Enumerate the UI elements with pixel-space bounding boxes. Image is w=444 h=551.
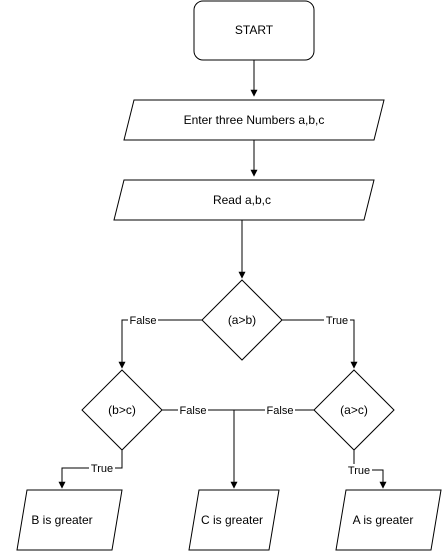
output-b: B is greater <box>16 489 123 551</box>
read-node-label: Read a,b,c <box>213 193 271 207</box>
decision-ac-label: (a>c) <box>340 403 368 417</box>
decision-bc-label: (b>c) <box>108 403 136 417</box>
read-node: Read a,b,c <box>113 179 375 221</box>
edge-bc-false <box>162 409 238 489</box>
decision-bc: (b>c) <box>81 369 163 451</box>
decision-ab-label: (a>b) <box>228 313 256 327</box>
label-ab-false: False <box>130 315 157 327</box>
start-node: START <box>193 0 315 61</box>
label-ac-false: False <box>267 405 294 417</box>
input-node-label: Enter three Numbers a,b,c <box>184 113 325 127</box>
output-a-label: A is greater <box>353 513 414 527</box>
input-node: Enter three Numbers a,b,c <box>123 99 385 141</box>
output-c: C is greater <box>188 489 280 551</box>
label-ac-true: True <box>348 465 370 477</box>
decision-ab: (a>b) <box>201 279 283 361</box>
label-bc-false: False <box>180 405 207 417</box>
output-a: A is greater <box>335 489 442 551</box>
output-b-label: B is greater <box>31 513 92 527</box>
edge-labels: False True True False False True <box>89 314 372 477</box>
label-ab-true: True <box>326 315 348 327</box>
edge-ab-false <box>118 319 202 369</box>
label-bc-true: True <box>91 463 113 475</box>
edge-ab-true <box>282 319 358 369</box>
output-c-label: C is greater <box>201 513 263 527</box>
start-node-label: START <box>235 23 274 37</box>
decision-ac: (a>c) <box>313 369 395 451</box>
